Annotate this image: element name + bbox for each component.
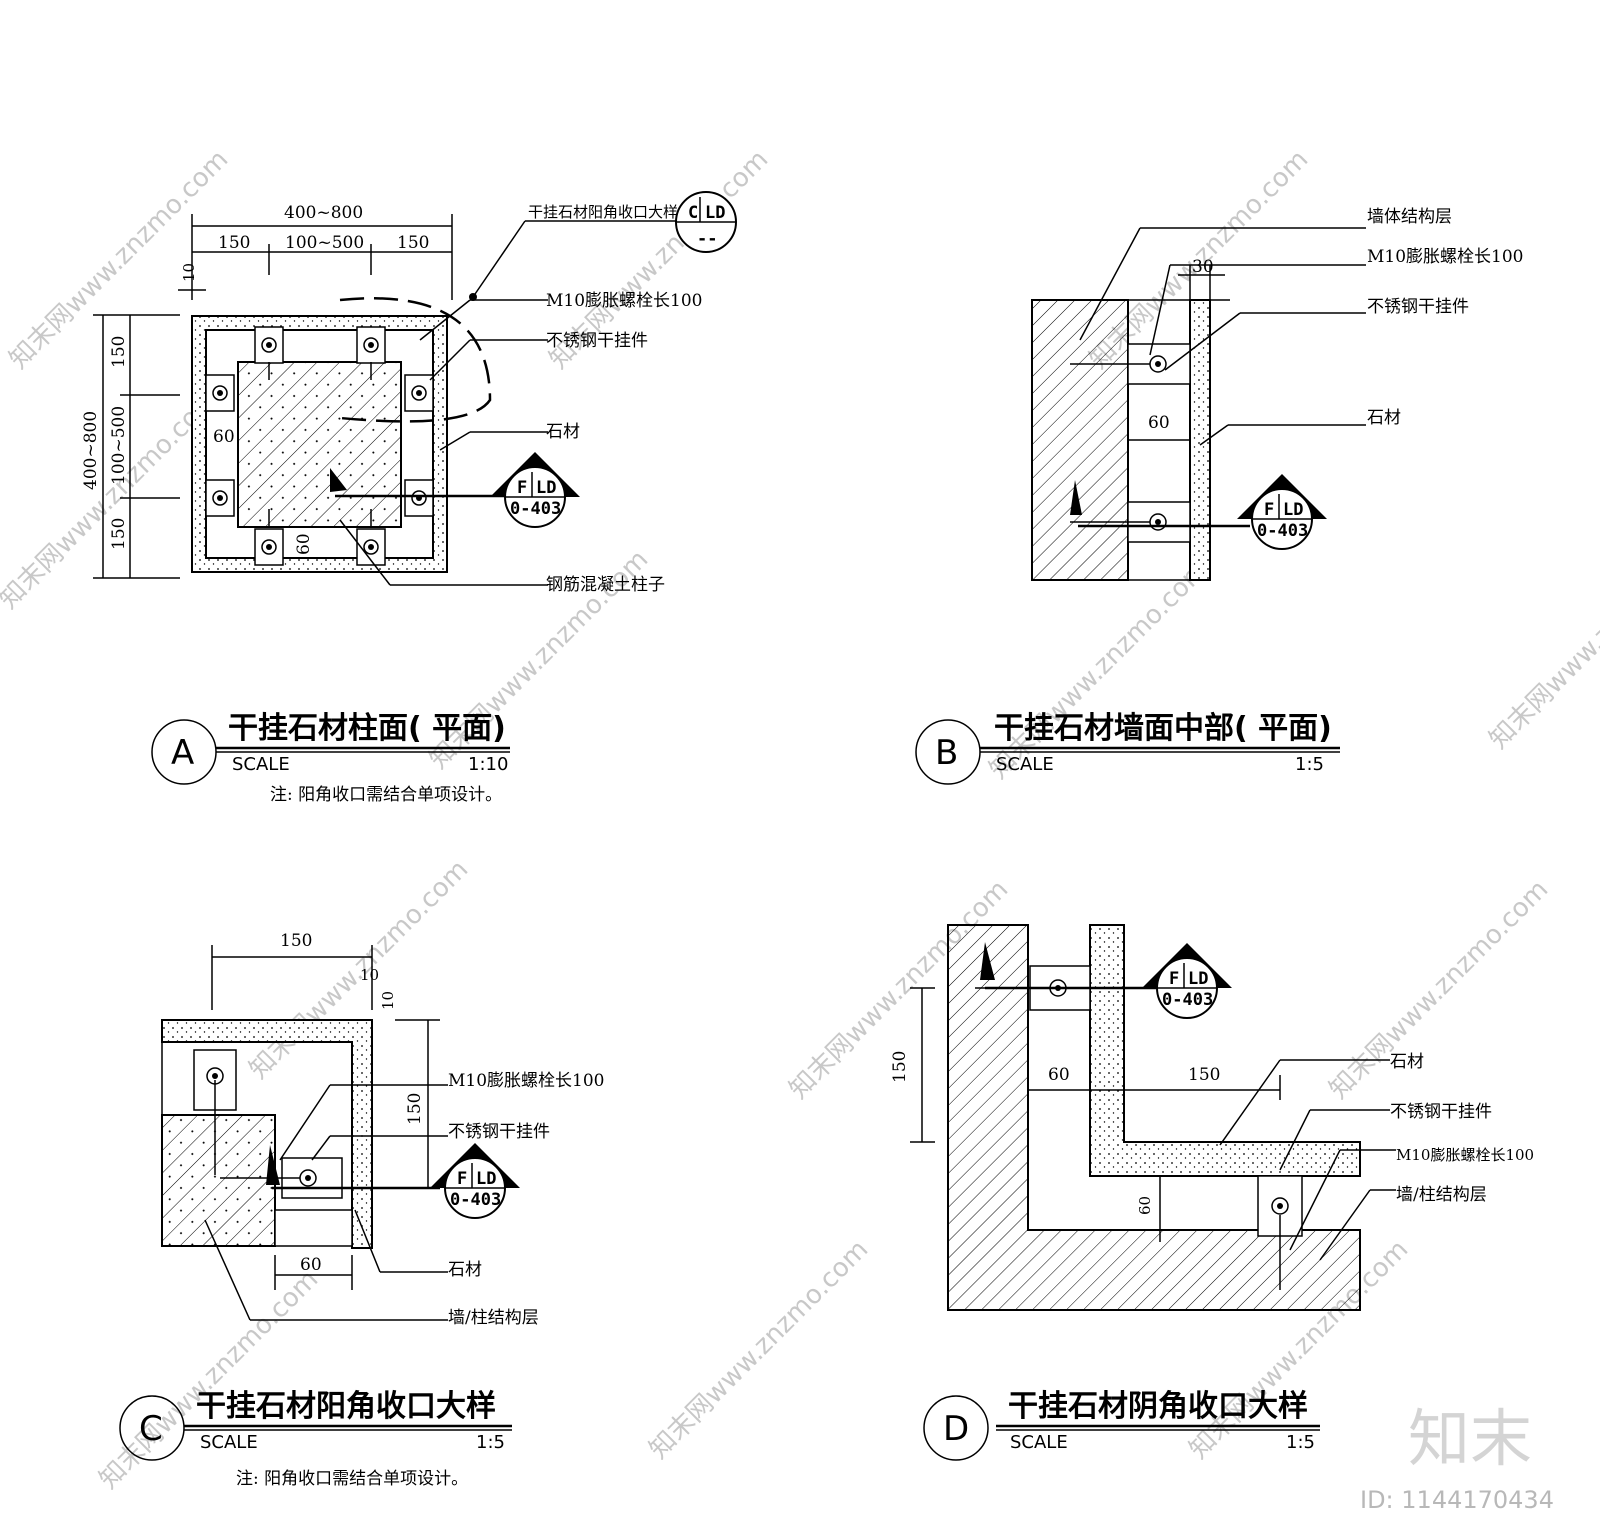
scale-value: 1:5 (1286, 1432, 1315, 1453)
panel-title: 干挂石材柱面( 平面) (228, 711, 506, 746)
watermark-text: 知末网www.znzmo.com (1324, 874, 1555, 1105)
dim-width-right: 150 (397, 233, 429, 253)
svg-text:0-403: 0-403 (1257, 521, 1308, 541)
dim-mid: 60 (1148, 413, 1170, 433)
svg-text:LD: LD (536, 478, 556, 498)
watermark-text: 知末网www.znzmo.com (1484, 524, 1600, 755)
label-bracket: 不锈钢干挂件 (546, 331, 648, 351)
dim-width-left: 150 (218, 233, 250, 253)
label-bracket: 不锈钢干挂件 (448, 1122, 550, 1142)
svg-text:0-403: 0-403 (510, 499, 561, 519)
dim-side: 150 (405, 1093, 425, 1125)
fixing-bracket (193, 1049, 343, 1199)
label-bracket: 不锈钢干挂件 (1367, 297, 1469, 317)
panel-a: 400~800 150 100~500 150 10 400~800 150 1… (81, 191, 737, 805)
dim-height-top: 150 (109, 336, 129, 368)
svg-text:--: -- (697, 229, 717, 249)
panel-letter: D (943, 1409, 969, 1449)
panel-title: 干挂石材阳角收口大样 (196, 1389, 496, 1424)
svg-text:F: F (1169, 969, 1179, 989)
label-stone: 石材 (546, 422, 580, 442)
svg-text:LD: LD (1188, 969, 1208, 989)
scale-label: SCALE (200, 1432, 258, 1453)
label-wall: 墙/柱结构层 (1396, 1185, 1487, 1205)
svg-text:LD: LD (705, 203, 725, 223)
scale-label: SCALE (996, 754, 1054, 775)
scale-label: SCALE (1010, 1432, 1068, 1453)
scale-label: SCALE (232, 754, 290, 775)
fixing-bracket (1070, 343, 1191, 543)
dim-height-mid: 100~500 (109, 406, 129, 485)
dim-overall-height: 400~800 (81, 411, 101, 490)
panel-letter: A (171, 733, 194, 773)
dim-bottom: 60 (300, 1255, 322, 1275)
panel-title: 干挂石材阴角收口大样 (1008, 1389, 1308, 1424)
ref-tag: C LD -- (675, 191, 737, 253)
dim-gap-a: 10 (360, 966, 379, 984)
svg-text:0-403: 0-403 (1162, 990, 1213, 1010)
svg-text:F: F (457, 1169, 467, 1189)
panel-c: 150 10 10 150 60 M10膨胀螺栓长100 不锈钢干挂件 石材 墙… (119, 931, 605, 1489)
dim-top: 150 (280, 931, 312, 951)
label-bracket: 不锈钢干挂件 (1390, 1102, 1492, 1122)
svg-text:LD: LD (1283, 500, 1303, 520)
label-wall: 墙体结构层 (1367, 207, 1452, 227)
dim-inner-a: 60 (213, 427, 235, 447)
dim-overall-width: 400~800 (284, 203, 363, 223)
panel-letter: B (935, 733, 958, 773)
scale-value: 1:5 (1295, 754, 1324, 775)
panel-note: 注: 阳角收口需结合单项设计。 (236, 1469, 468, 1489)
watermark-text: 知末网www.znzmo.com (644, 1234, 875, 1465)
section-tag: F LD 0-403 (490, 452, 580, 528)
section-tag: F LD 0-403 (1237, 474, 1327, 550)
label-bolt: M10膨胀螺栓长100 (1367, 247, 1524, 267)
dim-mid-b: 150 (1188, 1065, 1220, 1085)
dim-low: 60 (1136, 1196, 1154, 1215)
panel-b: 30 60 墙体结构层 M10膨胀螺栓长100 不锈钢干挂件 石材 F LD 0… (915, 207, 1524, 785)
dim-width-mid: 100~500 (285, 233, 364, 253)
scale-value: 1:10 (468, 754, 508, 775)
dim-inner-b: 60 (294, 533, 314, 555)
watermark-text: 知末网www.znzmo.com (94, 1264, 325, 1495)
label-column: 钢筋混凝土柱子 (546, 575, 665, 595)
dim-top: 30 (1192, 257, 1214, 277)
label-bolt: M10膨胀螺栓长100 (1396, 1146, 1534, 1164)
label-bolt: M10膨胀螺栓长100 (546, 291, 703, 311)
svg-text:C: C (688, 203, 698, 223)
panel-title: 干挂石材墙面中部( 平面) (994, 711, 1332, 746)
label-stone: 石材 (1390, 1052, 1424, 1072)
dim-height-bottom: 150 (109, 518, 129, 550)
svg-text:0-403: 0-403 (450, 1190, 501, 1210)
scale-value: 1:5 (476, 1432, 505, 1453)
wall-structure (161, 1114, 276, 1247)
wall-structure (1031, 299, 1129, 581)
section-tag: F LD 0-403 (1142, 943, 1232, 1019)
dim-left: 150 (890, 1051, 910, 1083)
ref-detail-title: 干挂石材阳角收口大样 (528, 203, 678, 221)
stone-cladding (1089, 924, 1361, 1177)
dim-gap: 10 (180, 263, 198, 282)
svg-text:F: F (1264, 500, 1274, 520)
svg-text:LD: LD (476, 1169, 496, 1189)
dim-gap-b: 10 (379, 991, 397, 1010)
concrete-column (237, 361, 402, 528)
panel-d: 150 60 150 60 石材 不锈钢干挂件 M10膨胀螺栓长100 墙/柱结… (890, 924, 1534, 1461)
watermark-text: 知末网www.znzmo.com (984, 554, 1215, 785)
svg-text:F: F (517, 478, 527, 498)
watermark-id: ID: 1144170434 (1360, 1486, 1554, 1514)
panel-letter: C (139, 1409, 163, 1449)
section-tag: F LD 0-403 (430, 1143, 520, 1219)
label-wall: 墙/柱结构层 (448, 1308, 539, 1328)
label-stone: 石材 (1367, 408, 1401, 428)
panel-note: 注: 阳角收口需结合单项设计。 (270, 785, 502, 805)
label-stone: 石材 (448, 1260, 482, 1280)
label-bolt: M10膨胀螺栓长100 (448, 1071, 605, 1091)
watermark-logo: 知末 (1408, 1402, 1532, 1475)
dim-mid-a: 60 (1048, 1065, 1070, 1085)
